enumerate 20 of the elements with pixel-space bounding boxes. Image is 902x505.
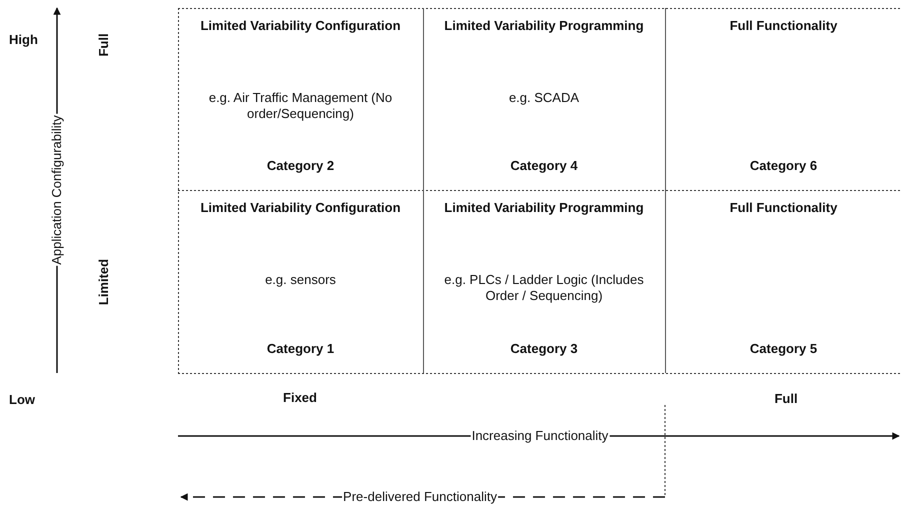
cell-heading: Limited Variability Configuration xyxy=(199,200,402,216)
example-text: e.g. PLCs / Ladder Logic (Includes Order / Sequencing) xyxy=(443,272,645,304)
example-text: e.g. sensors xyxy=(264,272,337,288)
arrow-label: Pre-delivered Functionality xyxy=(342,489,498,505)
category-label: Category 3 xyxy=(509,341,579,357)
category-label: Category 1 xyxy=(266,341,336,357)
example-text: e.g. Air Traffic Management (No order/Sequencing) xyxy=(208,90,394,122)
category-label: Category 4 xyxy=(509,158,579,174)
axis-label: Application Configurability xyxy=(49,114,65,266)
cell-heading: Limited Variability Programming xyxy=(443,18,645,34)
category-label: Category 2 xyxy=(266,158,336,174)
axis-end-label: High xyxy=(8,32,39,48)
example-text: e.g. SCADA xyxy=(508,90,580,106)
cell-heading: Full Functionality xyxy=(728,200,838,216)
category-label: Category 5 xyxy=(748,341,818,357)
cell-heading: Limited Variability Programming xyxy=(443,200,645,216)
category-label: Category 6 xyxy=(748,158,818,174)
cell-heading: Limited Variability Configuration xyxy=(199,18,402,34)
axis-label: Increasing Functionality xyxy=(470,428,610,444)
cell-heading: Full Functionality xyxy=(728,18,838,34)
